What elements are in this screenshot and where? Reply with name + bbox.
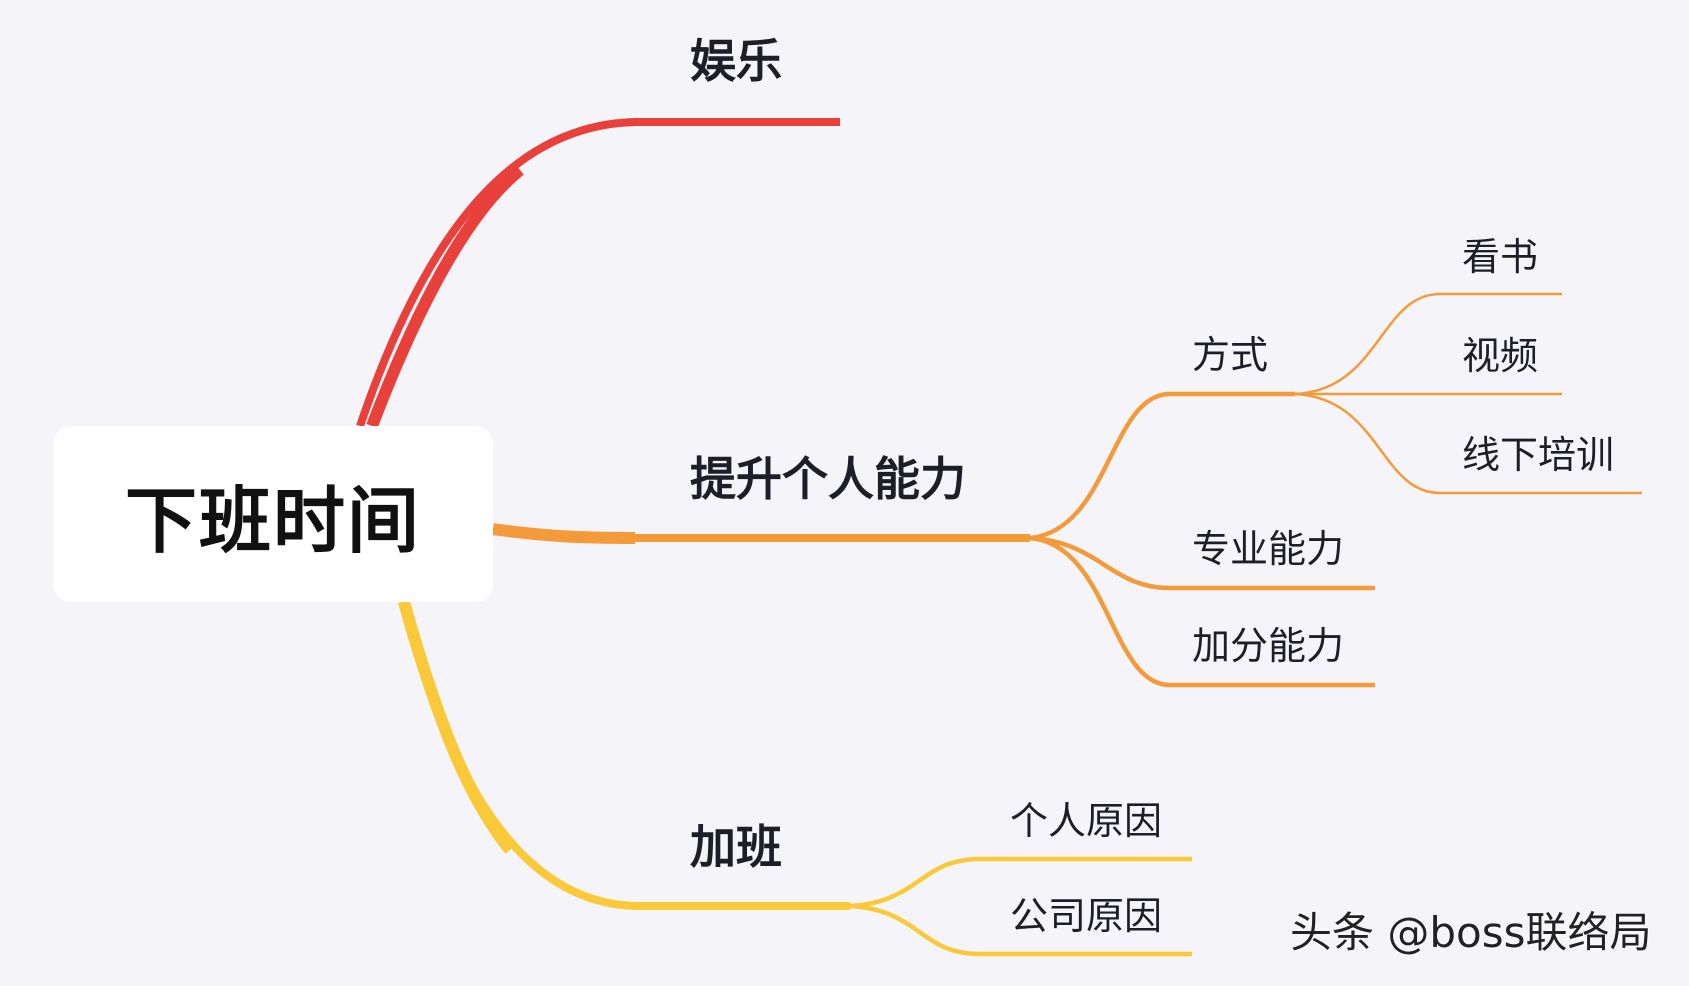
- node-method[interactable]: 方式: [1192, 333, 1269, 377]
- connector-root-to-overtime-base: [398, 600, 515, 854]
- node-video[interactable]: 视频: [1462, 334, 1539, 378]
- connector-to-offline-training: [1294, 392, 1642, 495]
- root-node[interactable]: 下班时间: [53, 426, 493, 602]
- connector-to-professional-skill: [1029, 535, 1375, 591]
- connector-to-method: [1029, 391, 1295, 541]
- connector-root-to-self-improvement-base: [492, 523, 636, 544]
- watermark: 头条 @boss联络局: [1290, 908, 1652, 957]
- node-reading[interactable]: 看书: [1462, 235, 1539, 279]
- connector-to-reading: [1294, 292, 1562, 396]
- node-entertainment[interactable]: 娱乐: [690, 34, 782, 88]
- connector-root-to-overtime: [398, 600, 850, 910]
- node-personal-reason[interactable]: 个人原因: [1010, 799, 1163, 843]
- node-overtime[interactable]: 加班: [690, 820, 782, 874]
- connector-to-personal-reason: [849, 856, 1192, 909]
- connector-to-company-reason: [849, 903, 1192, 957]
- node-offline-training[interactable]: 线下培训: [1462, 433, 1615, 477]
- root-node-label: 下班时间: [124, 478, 421, 563]
- node-professional-skill[interactable]: 专业能力: [1192, 527, 1345, 571]
- connector-to-bonus-skill: [1029, 535, 1375, 688]
- node-bonus-skill[interactable]: 加分能力: [1192, 624, 1345, 668]
- node-company-reason[interactable]: 公司原因: [1010, 894, 1163, 938]
- node-self-improvement[interactable]: 提升个人能力: [690, 452, 966, 506]
- connector-root-to-entertainment: [356, 118, 840, 428]
- connector-root-to-entertainment-base: [366, 165, 524, 429]
